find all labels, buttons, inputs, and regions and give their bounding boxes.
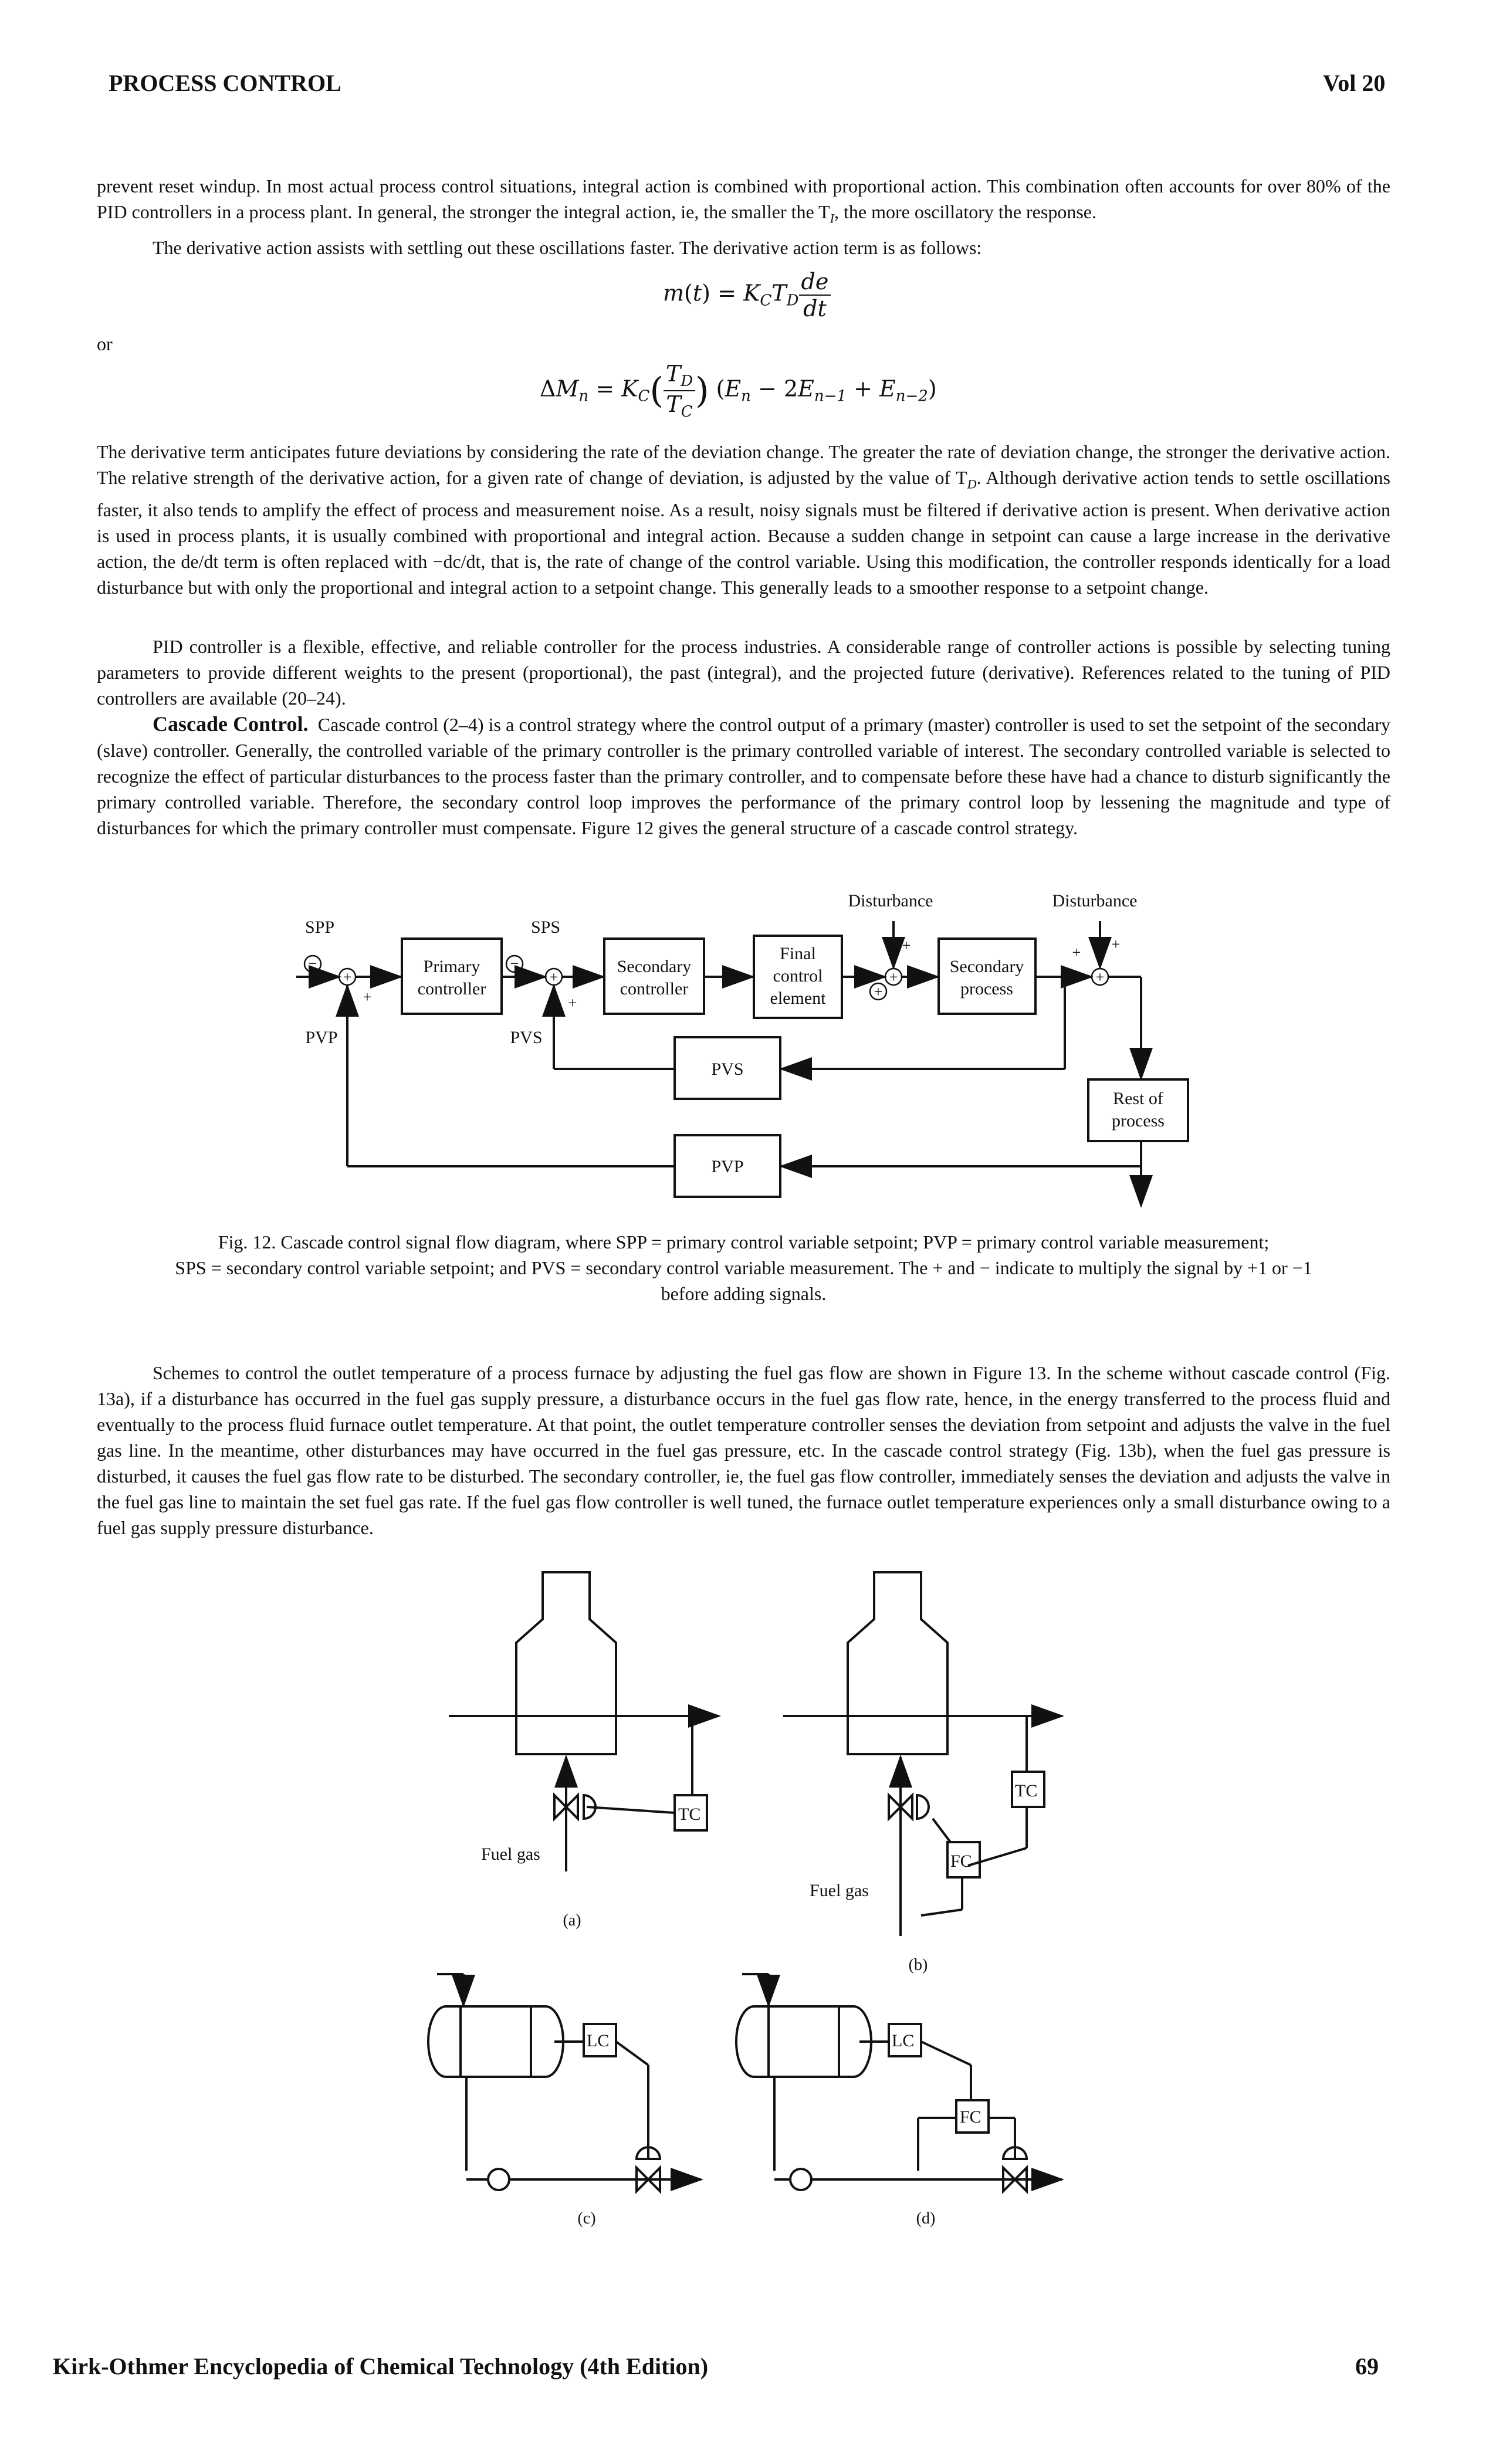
label-subfig-b: (b) xyxy=(909,1956,928,1974)
block-secondary-controller-l1: Secondary xyxy=(617,957,692,976)
svg-text:+: + xyxy=(1112,936,1121,953)
footer-book-title: Kirk-Othmer Encyclopedia of Chemical Tec… xyxy=(53,2353,709,2380)
running-header-title: PROCESS CONTROL xyxy=(109,70,341,96)
label-fc-b: FC xyxy=(950,1852,972,1871)
footer-page-number: 69 xyxy=(1355,2353,1379,2380)
block-rest-of-process-l2: process xyxy=(1112,1111,1165,1131)
label-disturbance-1: Disturbance xyxy=(848,891,933,911)
label-lc-d: LC xyxy=(892,2031,914,2050)
label-tc-b: TC xyxy=(1015,1781,1037,1800)
block-primary-controller-l1: Primary xyxy=(424,957,480,976)
block-primary-controller-l2: controller xyxy=(418,979,486,999)
label-subfig-c: (c) xyxy=(577,2209,595,2228)
paragraph-furnace-schemes: Schemes to control the outlet temperatur… xyxy=(97,1362,1390,1538)
svg-text:+: + xyxy=(874,983,883,1000)
label-fc-d: FC xyxy=(960,2107,981,2127)
block-secondary-process-l1: Secondary xyxy=(950,957,1024,976)
block-secondary-controller-l2: controller xyxy=(620,979,689,999)
figure-12-caption: Fig. 12. Cascade control signal flow dia… xyxy=(175,1231,1312,1304)
label-pvs: PVS xyxy=(510,1028,542,1047)
paragraph-integral-action: prevent reset windup. In most actual pro… xyxy=(97,175,1390,226)
label-sps: SPS xyxy=(531,918,560,937)
label-disturbance-2: Disturbance xyxy=(1052,891,1138,911)
svg-text:+: + xyxy=(343,969,352,986)
block-pvs: PVS xyxy=(711,1060,743,1079)
svg-text:+: + xyxy=(363,989,372,1006)
svg-text:+: + xyxy=(1072,944,1081,961)
label-lc-c: LC xyxy=(587,2031,609,2050)
block-final-control-element-l2: control xyxy=(773,966,823,986)
cascade-control-heading: Cascade Control. xyxy=(153,712,309,736)
paragraph-pid-controller: PID controller is a flexible, effective,… xyxy=(97,636,1390,709)
running-header-volume: Vol 20 xyxy=(1323,70,1386,96)
label-fuel-gas-a: Fuel gas xyxy=(481,1844,540,1864)
block-final-control-element-l3: element xyxy=(770,989,827,1008)
figure-12-cascade-diagram: − + − + + + + + + + + + SPP SPS PVP PVS … xyxy=(296,891,1189,1208)
label-tc-a: TC xyxy=(678,1805,700,1824)
block-secondary-process-l2: process xyxy=(960,979,1013,999)
svg-text:−: − xyxy=(309,955,317,972)
block-final-control-element-l1: Final xyxy=(780,944,816,963)
svg-text:+: + xyxy=(1096,969,1105,986)
svg-text:+: + xyxy=(550,969,559,986)
label-fuel-gas-b: Fuel gas xyxy=(810,1881,869,1900)
paragraph-cascade-control: Cascade Control. Cascade control (2–4) i… xyxy=(97,712,1391,838)
svg-text:+: + xyxy=(902,937,911,954)
label-spp: SPP xyxy=(305,918,334,937)
paragraph-derivative-term: The derivative term anticipates future d… xyxy=(97,441,1391,598)
label-pvp: PVP xyxy=(305,1028,337,1047)
svg-text:+: + xyxy=(889,969,898,986)
svg-text:−: − xyxy=(510,955,519,972)
block-rest-of-process-l1: Rest of xyxy=(1113,1089,1163,1108)
paragraph-derivative-intro: The derivative action assists with settl… xyxy=(153,237,982,258)
figure-13-furnace-schemes: Fuel gas Fuel gas TC TC FC LC LC FC (a) … xyxy=(427,1571,1064,2228)
label-subfig-d: (d) xyxy=(916,2209,936,2228)
block-pvp: PVP xyxy=(711,1157,743,1176)
label-subfig-a: (a) xyxy=(563,1911,581,1930)
svg-text:+: + xyxy=(568,994,577,1011)
or-text: or xyxy=(97,333,113,354)
